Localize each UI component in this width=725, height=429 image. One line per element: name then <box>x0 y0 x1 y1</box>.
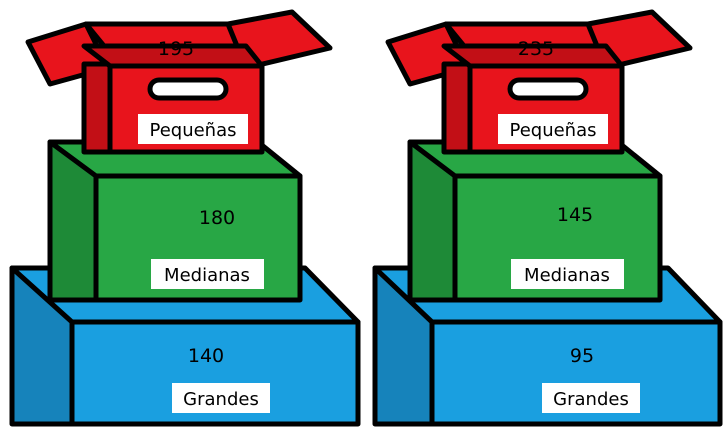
large-box-label: Grandes <box>183 389 259 410</box>
medium-box-count: 145 <box>557 204 593 226</box>
large-box-count: 95 <box>570 345 594 367</box>
medium-box-label: Medianas <box>164 265 250 286</box>
large-box-label-bg <box>542 383 640 413</box>
small-box-handle-hole <box>147 77 229 101</box>
small-box-count: 195 <box>158 38 194 60</box>
small-box-label-bg <box>138 114 248 144</box>
medium-box-count: 180 <box>199 207 235 229</box>
large-box-label: Grandes <box>553 389 629 410</box>
large-box-label-bg <box>172 383 270 413</box>
medium-box-label: Medianas <box>524 265 610 286</box>
large-box-front <box>69 319 361 427</box>
box-stack-right: 95 Grandes 145 Medianas 235 Pequeñas <box>372 9 723 427</box>
medium-box-label-bg <box>151 259 264 289</box>
small-box-label: Pequeñas <box>149 120 236 141</box>
small-box-count: 235 <box>518 38 554 60</box>
medium-box-label-bg <box>511 259 624 289</box>
small-box-label: Pequeñas <box>509 120 596 141</box>
large-box-front <box>429 319 723 427</box>
box-stack-left: 140 Grandes 180 Medianas 195 Pequeñas <box>9 9 361 427</box>
large-box-count: 140 <box>188 345 224 367</box>
small-box-label-bg <box>498 114 608 144</box>
small-box-handle-hole <box>507 77 589 101</box>
